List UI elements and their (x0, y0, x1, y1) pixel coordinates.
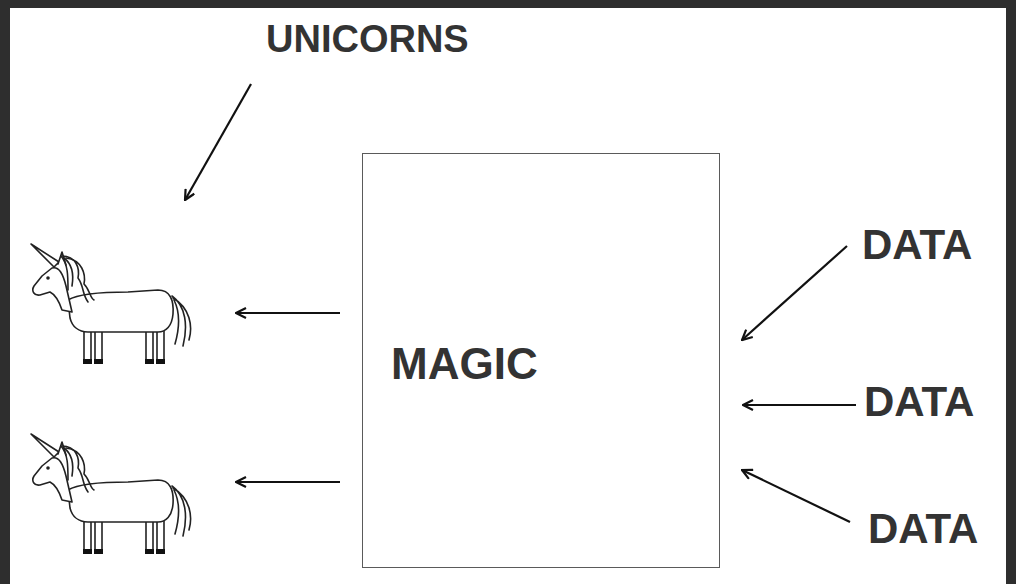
leader-arrow (185, 84, 251, 200)
input-arrow (742, 470, 850, 522)
output-arrow (236, 312, 340, 314)
process-box: MAGIC (362, 153, 720, 568)
input-arrow (743, 404, 856, 406)
unicorn-figure (31, 434, 191, 554)
input-label: DATA (864, 381, 974, 423)
box-title: MAGIC (391, 342, 538, 386)
unicorn-figure (31, 244, 191, 364)
callout-label: UNICORNS (266, 20, 469, 58)
output-arrow (236, 481, 340, 483)
input-label: DATA (868, 508, 978, 550)
input-arrow (742, 246, 847, 340)
input-label: DATA (862, 224, 972, 266)
